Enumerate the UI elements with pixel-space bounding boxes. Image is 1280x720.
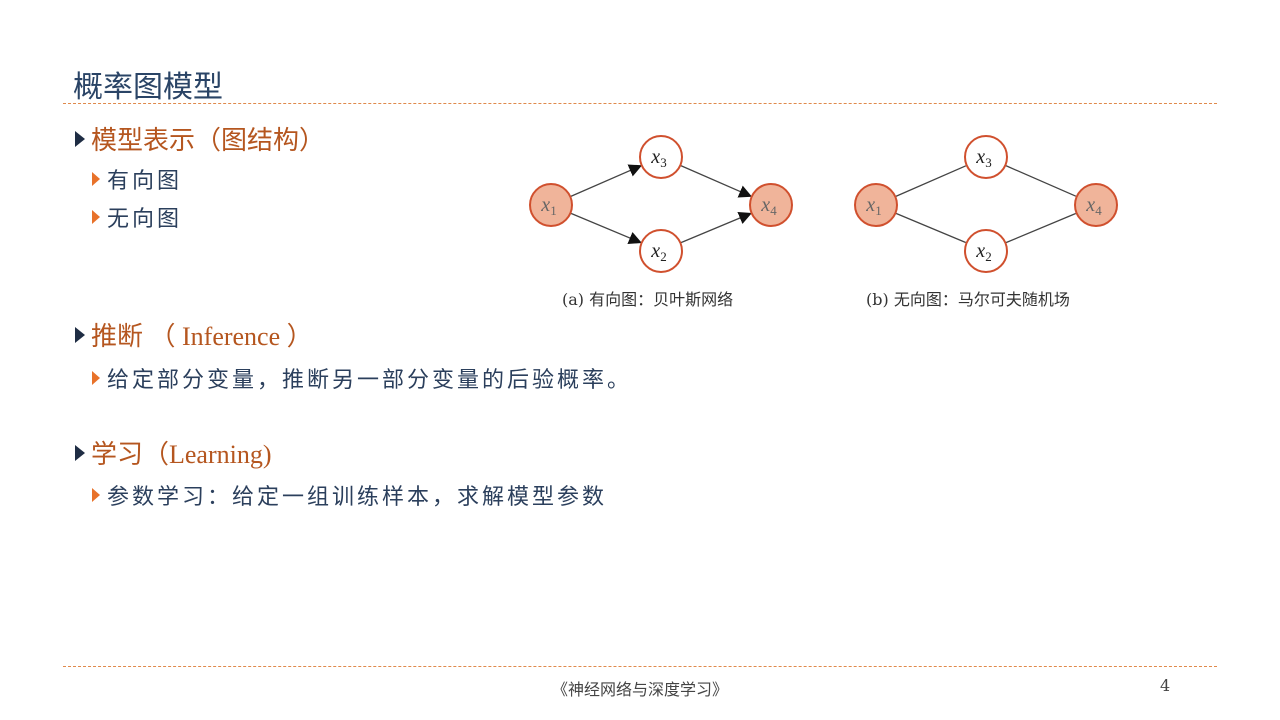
section-heading-learning: 学习（Learning) — [75, 434, 272, 471]
bullet-icon — [92, 172, 100, 186]
page-title: 概率图模型 — [73, 70, 223, 105]
heading-text: 推断 （ Inference ） — [91, 322, 313, 351]
bullet-icon — [75, 130, 85, 147]
node-x2 — [964, 229, 1008, 273]
list-item: 无向图 — [92, 201, 182, 233]
edge-x2-x4 — [1005, 212, 1076, 244]
edge-x2-x4 — [680, 212, 752, 244]
edge-x1-x2 — [895, 212, 966, 244]
list-item: 参数学习：给定一组训练样本，求解模型参数 — [92, 479, 607, 511]
footer-title: 《神经网络与深度学习》 — [551, 680, 728, 699]
section-heading-representation: 模型表示（图结构） — [75, 120, 325, 157]
heading-text: 模型表示（图结构） — [91, 126, 326, 156]
item-text: 有向图 — [107, 169, 183, 194]
edge-x1-x3 — [569, 164, 643, 198]
edge-x1-x3 — [894, 165, 967, 198]
node-x4 — [749, 183, 793, 227]
bullet-icon — [75, 444, 85, 461]
section-heading-inference: 推断 （ Inference ） — [75, 316, 313, 353]
node-x2 — [639, 229, 683, 273]
list-item: 有向图 — [92, 163, 182, 195]
node-x4 — [1074, 183, 1118, 227]
edge-x1-x2 — [570, 212, 642, 244]
header-divider — [63, 103, 1217, 104]
caption-directed-graph: (a) 有向图：贝叶斯网络 — [562, 290, 734, 309]
node-x1 — [854, 183, 898, 227]
bullet-icon — [75, 326, 85, 343]
item-text: 无向图 — [107, 207, 183, 232]
edge-x3-x4 — [679, 164, 753, 198]
bullet-icon — [92, 210, 100, 224]
item-text: 参数学习：给定一组训练样本，求解模型参数 — [107, 485, 608, 510]
item-text: 给定部分变量，推断另一部分变量的后验概率。 — [107, 368, 633, 393]
node-x1 — [529, 183, 573, 227]
page-number: 4 — [1160, 676, 1171, 695]
bullet-icon — [92, 488, 100, 502]
heading-text: 学习（Learning) — [91, 440, 272, 469]
node-x3 — [639, 135, 683, 179]
list-item: 给定部分变量，推断另一部分变量的后验概率。 — [92, 362, 632, 394]
bullet-icon — [92, 371, 100, 385]
caption-undirected-graph: (b) 无向图：马尔可夫随机场 — [866, 290, 1070, 309]
footer-divider — [63, 666, 1217, 667]
edge-x3-x4 — [1004, 164, 1077, 197]
node-x3 — [964, 135, 1008, 179]
